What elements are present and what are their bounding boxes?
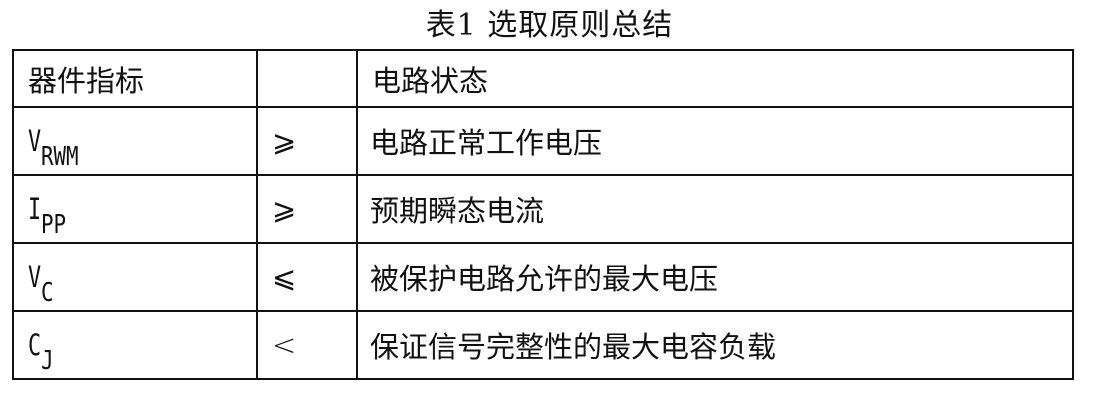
header-metric: 器件指标 xyxy=(12,49,258,108)
table-caption: 表1 选取原则总结 xyxy=(425,8,674,43)
metric-symbol: V xyxy=(28,124,42,158)
table-row: VRWM ⩾ 电路正常工作电压 xyxy=(12,106,1074,176)
metric-symbol: V xyxy=(28,260,42,294)
relation-cell: ⩾ xyxy=(256,174,358,244)
table-header-row: 器件指标 电路状态 xyxy=(12,49,1074,108)
metric-subscript: C xyxy=(41,278,54,308)
description-cell: 电路正常工作电压 xyxy=(356,106,1074,176)
table-row: CJ < 保证信号完整性的最大电容负载 xyxy=(12,310,1074,380)
metric-cell: IPP xyxy=(12,174,258,244)
description-cell: 保证信号完整性的最大电容负载 xyxy=(356,310,1074,380)
header-state: 电路状态 xyxy=(356,49,1074,108)
header-relation xyxy=(256,49,358,108)
metric-symbol: C xyxy=(28,328,42,362)
table-row: IPP ⩾ 预期瞬态电流 xyxy=(12,174,1074,244)
metric-cell: CJ xyxy=(12,310,258,380)
relation-cell: ⩾ xyxy=(256,106,358,176)
summary-table: 器件指标 电路状态 VRWM ⩾ 电路正常工作电压 IPP ⩾ 预期瞬态电流 V… xyxy=(12,49,1074,380)
metric-subscript: RWM xyxy=(41,142,80,172)
relation-cell: ⩽ xyxy=(256,242,358,312)
metric-subscript: J xyxy=(41,346,54,376)
table-row: VC ⩽ 被保护电路允许的最大电压 xyxy=(12,242,1074,312)
description-cell: 预期瞬态电流 xyxy=(356,174,1074,244)
relation-cell: < xyxy=(256,310,358,380)
description-cell: 被保护电路允许的最大电压 xyxy=(356,242,1074,312)
metric-cell: VRWM xyxy=(12,106,258,176)
metric-symbol: I xyxy=(28,192,42,226)
metric-cell: VC xyxy=(12,242,258,312)
metric-subscript: PP xyxy=(41,210,67,240)
